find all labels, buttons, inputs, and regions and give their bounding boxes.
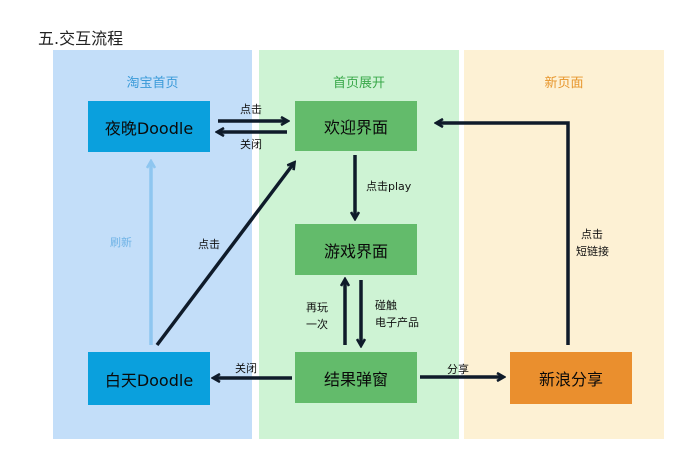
label-result-to-game-1: 再玩 xyxy=(306,301,328,314)
label-share-to-welcome-1: 点击 xyxy=(581,228,603,241)
node-night-doodle: 夜晚Doodle xyxy=(88,101,210,152)
label-day-to-welcome: 点击 xyxy=(198,238,220,251)
label-share-to-welcome-2: 短链接 xyxy=(576,245,609,258)
column-title-home-expand: 首页展开 xyxy=(332,76,385,91)
label-game-to-result-2: 电子产品 xyxy=(375,316,419,329)
label-game-to-result-1: 碰触 xyxy=(375,299,397,312)
node-sina-share: 新浪分享 xyxy=(510,352,632,404)
node-welcome: 欢迎界面 xyxy=(295,101,417,151)
section-title: 五.交互流程 xyxy=(38,29,124,48)
node-result: 结果弹窗 xyxy=(295,352,417,403)
label-result-to-share: 分享 xyxy=(447,363,469,376)
label-result-to-game-2: 一次 xyxy=(306,318,328,331)
label-night-to-welcome: 点击 xyxy=(240,103,262,116)
label-welcome-to-night: 关闭 xyxy=(240,138,262,151)
label-welcome-to-game: 点击play xyxy=(366,180,412,193)
label-day-to-night: 刷新 xyxy=(110,236,132,249)
arrow-share-to-welcome xyxy=(437,123,570,345)
column-title-taobao-home: 淘宝首页 xyxy=(126,76,179,91)
node-day-doodle: 白天Doodle xyxy=(88,352,210,405)
node-game: 游戏界面 xyxy=(295,224,417,275)
label-result-to-day: 关闭 xyxy=(235,362,257,375)
arrow-day-to-welcome xyxy=(155,163,294,347)
column-title-new-page: 新页面 xyxy=(544,76,584,91)
